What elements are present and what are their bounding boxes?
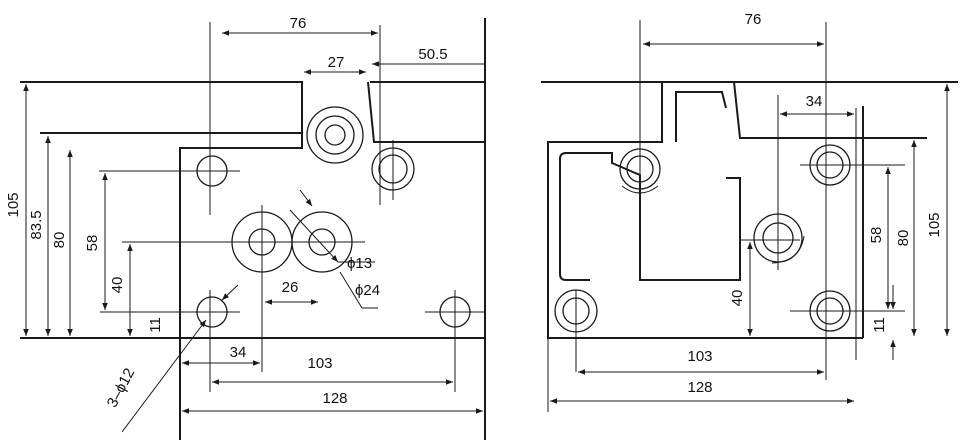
right-dim-76: 76 [745, 11, 762, 28]
left-holes [196, 106, 471, 328]
right-center-lines [547, 20, 905, 412]
left-dim-11: 11 [147, 317, 164, 333]
right-dim-80: 80 [895, 230, 912, 247]
left-hole-13-label: ϕ13 [347, 255, 372, 272]
right-dim-105: 105 [926, 212, 943, 237]
left-dim-83-5: 83.5 [28, 210, 45, 239]
left-dim-128: 128 [322, 390, 347, 407]
left-dim-80: 80 [51, 232, 68, 249]
right-dim-34: 34 [806, 93, 823, 110]
left-dimension-labels: 76 27 50.5 105 83.5 80 58 40 11 26 34 10… [5, 15, 448, 410]
left-dim-50-5: 50.5 [418, 46, 447, 63]
left-dim-40: 40 [109, 277, 126, 294]
right-dim-58: 58 [868, 227, 885, 244]
left-holes-note: 3–ϕ12 [104, 365, 139, 410]
right-dimension-lines [550, 41, 950, 404]
right-dim-11: 11 [871, 317, 888, 333]
left-dim-58: 58 [84, 235, 101, 252]
left-plate-outline [20, 18, 486, 440]
left-dim-26: 26 [282, 279, 299, 296]
right-view: 76 34 105 80 58 40 11 103 128 [541, 11, 958, 412]
left-dim-27: 27 [328, 54, 345, 71]
right-dim-103: 103 [687, 348, 712, 365]
left-dim-105: 105 [5, 192, 22, 217]
left-center-lines [99, 22, 485, 392]
right-dim-40: 40 [729, 290, 746, 307]
right-dim-128: 128 [687, 379, 712, 396]
left-hole-24-label: ϕ24 [355, 282, 380, 299]
right-plate-outline [541, 81, 958, 339]
right-holes [554, 144, 851, 333]
left-dimension-lines [23, 30, 484, 433]
right-dimension-labels: 76 34 105 80 58 40 11 103 128 [687, 11, 943, 396]
left-dim-76: 76 [290, 15, 307, 32]
left-view: 76 27 50.5 105 83.5 80 58 40 11 26 34 10… [5, 15, 486, 440]
left-dim-103: 103 [307, 355, 332, 372]
left-dim-34: 34 [230, 344, 247, 361]
